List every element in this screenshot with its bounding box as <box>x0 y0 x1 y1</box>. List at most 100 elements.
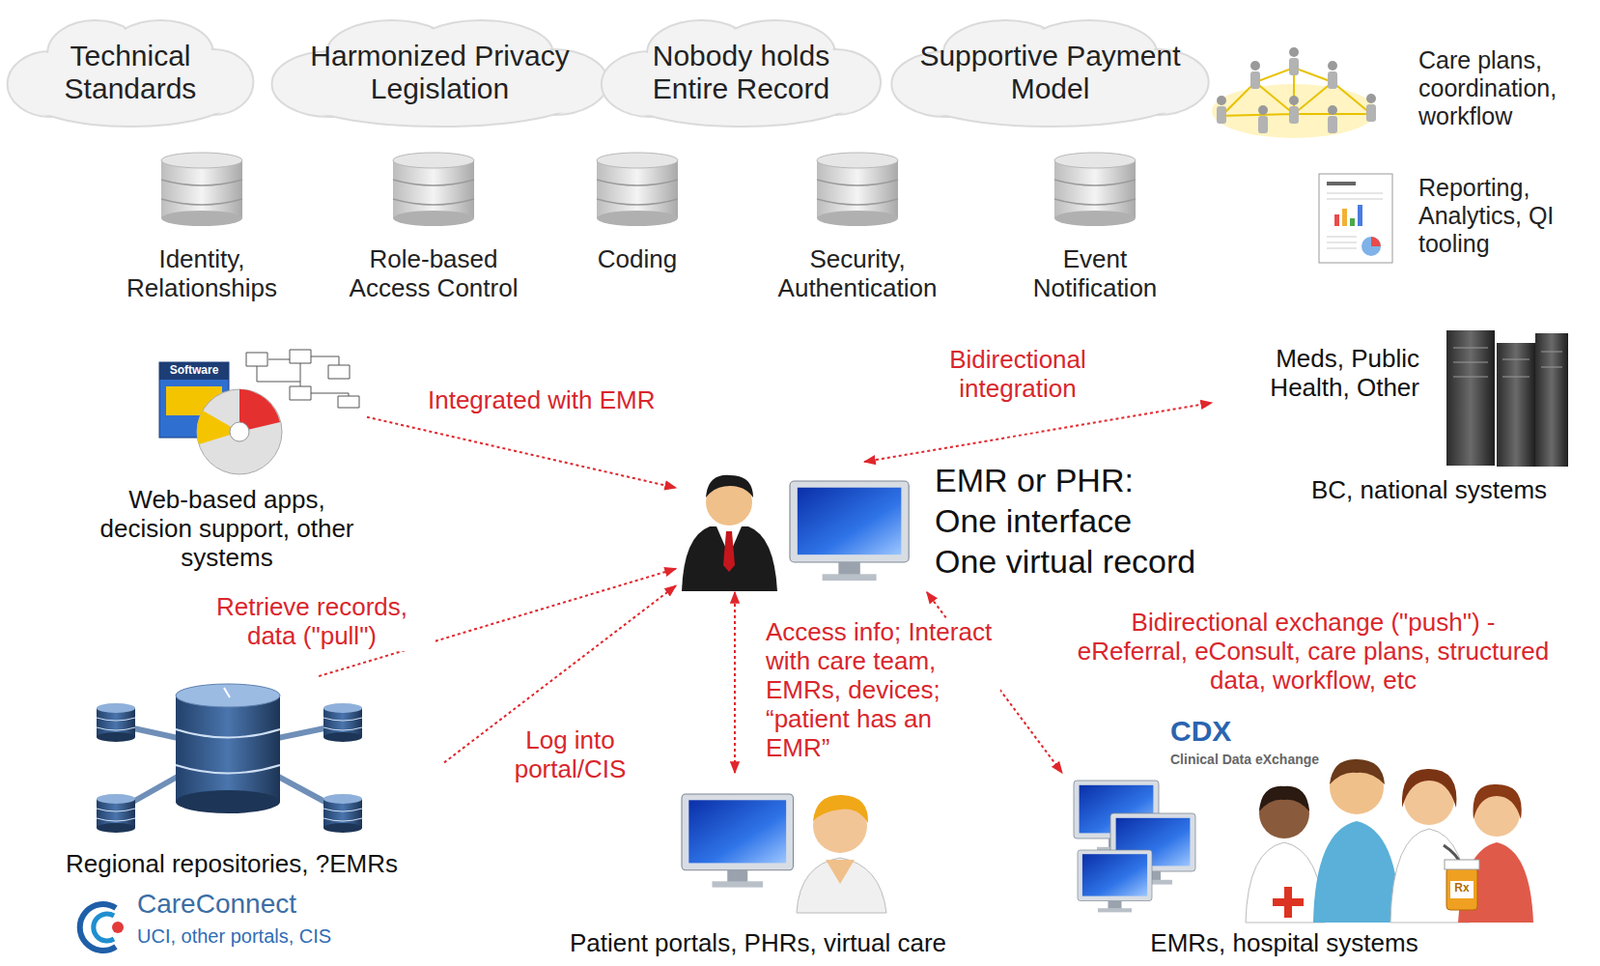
hospital-systems-icon-part <box>1473 784 1522 819</box>
repository-cluster-icon-part <box>175 683 281 707</box>
software-icon-part <box>256 356 349 396</box>
icon-label: Care plans, coordination, workflow <box>1418 46 1595 130</box>
database-icons-part <box>161 152 243 226</box>
server-icon-part <box>1535 333 1569 467</box>
hospital-systems-icon <box>1073 758 1534 923</box>
report-icon-part <box>1326 236 1357 249</box>
report-icon-part <box>1371 236 1381 247</box>
icon-label: Coding <box>550 245 725 275</box>
software-icon-part <box>159 362 229 380</box>
careconnect-logo <box>80 903 124 951</box>
node-text: Regional repositories, ?EMRs <box>19 849 445 879</box>
hospital-systems-icon-part <box>1313 820 1401 923</box>
icon-label: Security, Authentication <box>746 245 969 304</box>
people-network-icon <box>1211 47 1376 139</box>
people-network-icon-part <box>1289 47 1299 76</box>
edge-label: Access info; Interact with care team, EM… <box>762 617 1001 762</box>
node-text: One virtual record <box>934 542 1264 581</box>
hospital-systems-icon-part <box>1402 768 1458 808</box>
cloud-text: Technical Standards <box>33 39 227 107</box>
edge-label: Integrated with EMR <box>424 386 721 416</box>
hospital-systems-icon-part-part <box>1077 849 1152 912</box>
edge-label: Bidirectional exchange ("push") - eRefer… <box>1073 608 1553 696</box>
database-icons <box>161 152 1136 226</box>
report-icon-part <box>1349 218 1355 226</box>
people-network-icon-part <box>1216 95 1227 124</box>
software-icon-part <box>229 421 250 442</box>
patient-icon-part <box>796 857 887 913</box>
repository-cluster-icon-part <box>224 687 230 698</box>
icon-label: Reporting, Analytics, QI tooling <box>1418 173 1595 257</box>
system-node: EMR or PHR:One interfaceOne virtual reco… <box>675 461 1265 592</box>
edge-label: Retrieve records, data ("pull") <box>188 592 436 651</box>
repository-cluster-icon <box>96 683 363 833</box>
system-node: CDXClinical Data eXchangeEMRs, hospital … <box>1062 714 1545 964</box>
emr-user-icon-part <box>789 480 909 581</box>
report-icon-part <box>1361 236 1381 256</box>
node-text: BC, national systems <box>1279 476 1579 506</box>
repository-cluster-icon-part <box>323 702 363 742</box>
cloud-node: Nobody holds Entire Record <box>598 14 884 131</box>
icon-label: Event Notification <box>1012 245 1178 304</box>
database-icons-part <box>816 152 899 226</box>
report-icon-part <box>1326 193 1383 199</box>
repository-cluster-icon-part <box>175 789 281 814</box>
patient-icon-part <box>681 793 794 888</box>
hospital-systems-icon-part <box>1444 859 1480 870</box>
cloud-text: Harmonized Privacy Legislation <box>297 39 583 107</box>
node-text: Web-based apps, decision support, other … <box>86 485 367 573</box>
edge-label: Bidirectional integration <box>913 345 1123 404</box>
emr-user-icon-part-part <box>789 480 909 581</box>
report-icon-part <box>1342 208 1348 226</box>
system-node: Meds, Public Health, OtherBC, national s… <box>1211 323 1579 512</box>
system-node: Patient portals, PHRs, virtual care <box>521 772 995 964</box>
emr-user-icon-part <box>681 526 778 591</box>
icon-label: Role-based Access Control <box>329 245 538 304</box>
report-icon-part <box>1326 181 1356 186</box>
server-icon <box>1446 330 1569 467</box>
people-network-icon-part <box>1258 105 1268 134</box>
node-text: EMR or PHR: <box>934 461 1264 500</box>
hospital-systems-icon-part <box>1077 849 1152 912</box>
report-icon-part <box>1334 214 1340 226</box>
hospital-systems-icon-part <box>1259 785 1310 812</box>
cloud-node: Harmonized Privacy Legislation <box>268 14 612 131</box>
node-text: CareConnect <box>137 888 427 920</box>
database-icons-part <box>596 152 678 226</box>
people-network-icon-part <box>1327 105 1338 134</box>
server-icon-part <box>1496 342 1536 467</box>
patient-icon-part <box>825 859 855 884</box>
careconnect-logo-part <box>112 921 124 933</box>
emr-user-icon <box>681 475 909 591</box>
repository-cluster-icon-part <box>175 729 281 774</box>
repository-cluster-icon-part <box>175 695 281 802</box>
careconnect-logo-part <box>93 913 114 941</box>
icon-label: Rx <box>1450 881 1474 896</box>
node-text: Meds, Public Health, Other <box>1226 344 1420 403</box>
software-icon <box>159 349 360 475</box>
node-text: One interface <box>934 502 1264 540</box>
hospital-systems-icon-part <box>1329 758 1385 785</box>
database-icons-part <box>1054 152 1136 226</box>
hospital-systems-icon-part <box>1272 886 1304 918</box>
cloud-node: Technical Standards <box>4 14 256 131</box>
repository-cluster-icon-part <box>96 793 136 833</box>
node-text: Clinical Data eXchange <box>1170 751 1422 767</box>
report-icon-part <box>1319 173 1393 263</box>
dotted-connector <box>733 591 736 773</box>
node-text: EMRs, hospital systems <box>1091 928 1478 958</box>
patient-icon-part-part <box>681 793 794 888</box>
patient-icon <box>681 793 887 913</box>
server-icon-part <box>1453 347 1563 377</box>
node-text: UCI, other portals, CIS <box>137 925 427 948</box>
node-text: Patient portals, PHRs, virtual care <box>521 928 995 958</box>
repository-cluster-icon-part <box>323 793 363 833</box>
cloud-node: Supportive Payment Model <box>888 14 1212 131</box>
people-network-icon-part <box>1289 95 1299 124</box>
report-icon <box>1319 173 1393 263</box>
people-network-icon-part <box>1327 60 1338 89</box>
icon-label: Software <box>161 364 227 378</box>
people-network-icon-part <box>1250 60 1261 89</box>
dotted-connector <box>366 417 676 488</box>
emr-user-icon-part <box>723 531 735 572</box>
